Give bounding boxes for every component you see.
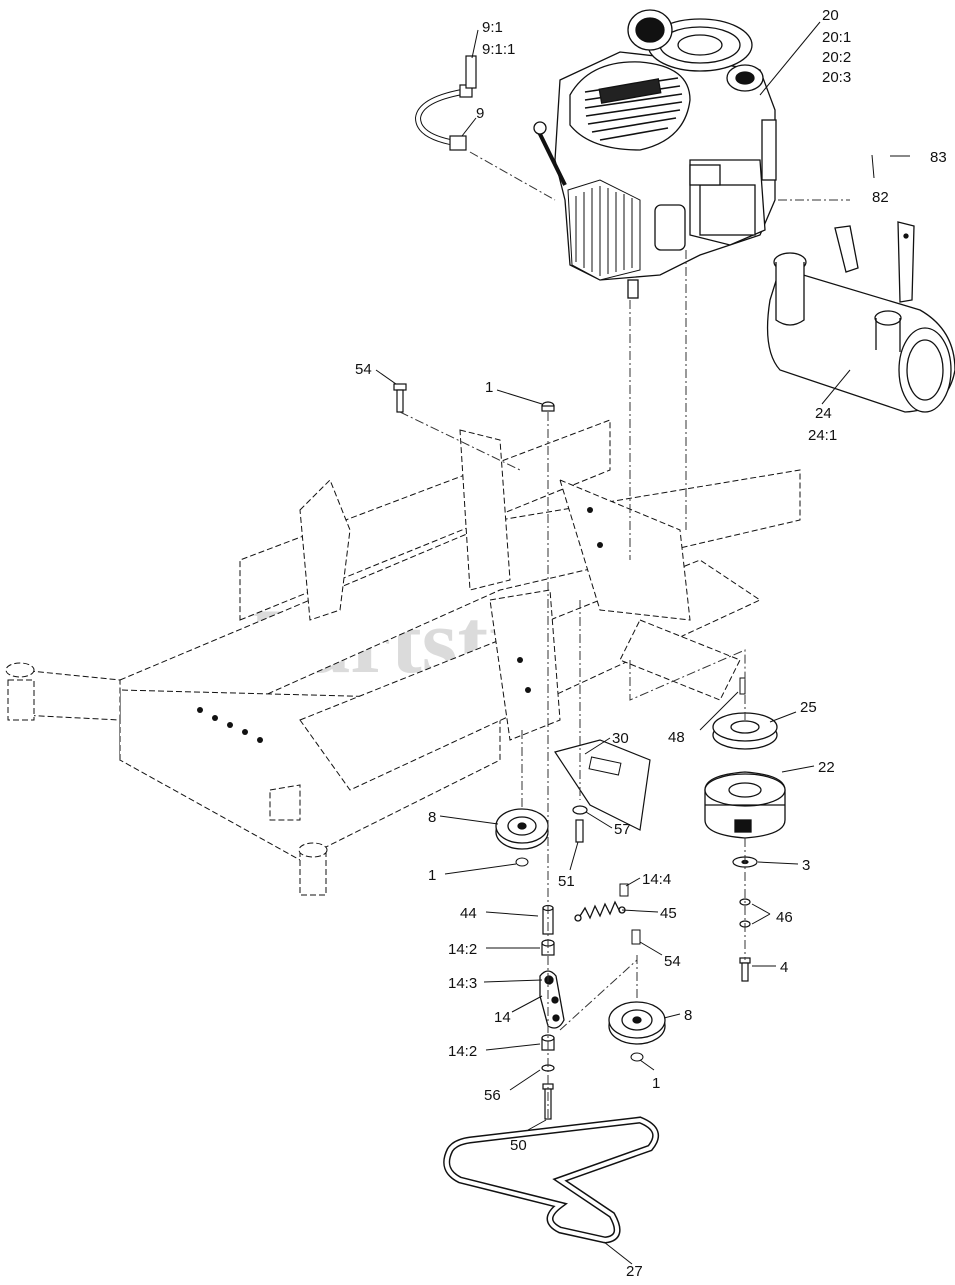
drive-belt xyxy=(443,1116,660,1244)
callout-8-lower: 8 xyxy=(684,1007,692,1024)
callout-14-3: 14:3 xyxy=(448,975,477,992)
callout-14: 14 xyxy=(494,1009,511,1026)
callout-25: 25 xyxy=(800,699,817,716)
bolt-14-4 xyxy=(619,883,629,897)
callout-labels: 9:1 9:1:1 9 20 20:1 20:2 20:3 83 82 54 1… xyxy=(355,7,947,1280)
muffler xyxy=(766,221,955,413)
callout-20-2: 20:2 xyxy=(822,49,851,66)
callout-45: 45 xyxy=(660,905,677,922)
callout-4: 4 xyxy=(780,959,788,976)
callout-9: 9 xyxy=(476,105,484,122)
callout-22: 22 xyxy=(818,759,835,776)
leader-lines xyxy=(375,21,910,1265)
spring-45 xyxy=(574,900,626,922)
fuel-line xyxy=(414,55,477,151)
key-48 xyxy=(739,677,746,695)
callout-14-2-upper: 14:2 xyxy=(448,941,477,958)
bracket-slot xyxy=(588,756,622,776)
bolt-54-lower xyxy=(631,929,641,945)
callout-51: 51 xyxy=(558,873,575,890)
callout-24-1: 24:1 xyxy=(808,427,837,444)
callout-50: 50 xyxy=(510,1137,527,1154)
callout-9-1: 9:1 xyxy=(482,19,503,36)
pto-clutch xyxy=(704,771,786,839)
callout-54-top: 54 xyxy=(355,361,372,378)
idler-pulley-lower xyxy=(608,1001,666,1045)
assembly-lines xyxy=(399,151,850,1120)
callout-24: 24 xyxy=(815,405,832,422)
idler-arm xyxy=(539,970,565,1029)
callout-14-4: 14:4 xyxy=(642,871,671,888)
callout-57: 57 xyxy=(614,821,631,838)
callout-46: 46 xyxy=(776,909,793,926)
callout-82: 82 xyxy=(872,189,889,206)
caster-tube-right xyxy=(298,842,328,858)
callout-54-lower: 54 xyxy=(664,953,681,970)
callout-20-3: 20:3 xyxy=(822,69,851,86)
callout-30: 30 xyxy=(612,730,629,747)
callout-27: 27 xyxy=(626,1263,643,1280)
callout-1-lower: 1 xyxy=(652,1075,660,1092)
idler-spacers xyxy=(541,904,555,956)
callout-9-1-1: 9:1:1 xyxy=(482,41,515,58)
nut-1-mid xyxy=(515,857,529,867)
idler-pulley-upper xyxy=(495,808,549,850)
caster-tube-left xyxy=(5,662,35,678)
nut-1-top xyxy=(541,401,555,412)
idler-bracket xyxy=(554,739,651,831)
bolt-54-top xyxy=(393,383,407,413)
callout-14-2-lower: 14:2 xyxy=(448,1043,477,1060)
callout-1-mid: 1 xyxy=(428,867,436,884)
washer-57 xyxy=(572,805,588,843)
callout-3: 3 xyxy=(802,857,810,874)
callout-8-upper: 8 xyxy=(428,809,436,826)
callout-44: 44 xyxy=(460,905,477,922)
nut-1-lower xyxy=(630,1052,644,1062)
frame-holes xyxy=(197,507,603,743)
callout-20: 20 xyxy=(822,7,839,24)
callout-1-top: 1 xyxy=(485,379,493,396)
callout-56: 56 xyxy=(484,1087,501,1104)
engine xyxy=(533,9,777,299)
callout-83: 83 xyxy=(930,149,947,166)
callout-48: 48 xyxy=(668,729,685,746)
callout-20-1: 20:1 xyxy=(822,29,851,46)
